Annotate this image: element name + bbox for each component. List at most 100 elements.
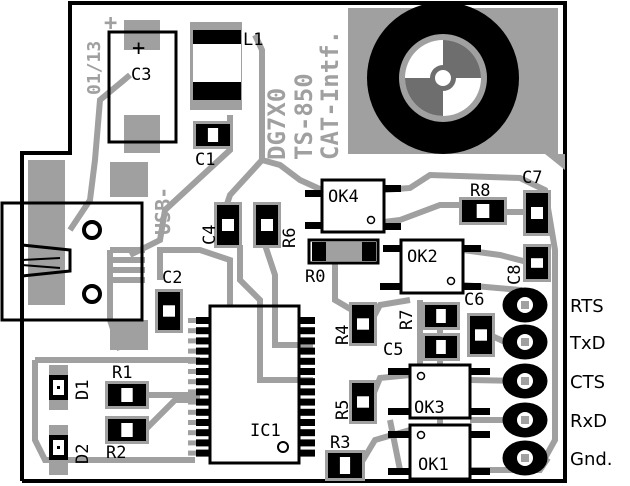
header-pin-gnd: Gnd. [502, 440, 613, 476]
usb-label: USB- [151, 187, 175, 235]
component-c6: C6 [464, 290, 495, 357]
header-pin-rts: RTS [502, 287, 604, 323]
label-d1: D1 [73, 380, 93, 400]
ic-pin [196, 449, 210, 457]
ic-pin [299, 357, 315, 365]
ic-pin [196, 408, 210, 416]
header-pin-rxd: RxD [502, 402, 607, 438]
ic-pin [299, 388, 315, 396]
ic-pin [299, 337, 315, 345]
component-r5: R5 [333, 380, 377, 424]
ic-pin [196, 388, 210, 396]
usb-pads [28, 160, 148, 350]
component-c1: C1 [193, 121, 233, 170]
inductor-l1: L1 [190, 22, 263, 110]
led-d2: D2 [49, 425, 93, 475]
component-r1: R1 [105, 363, 149, 409]
label-c6: C6 [464, 290, 484, 310]
component-r6: R6 [253, 202, 300, 248]
component-r8: R8 [459, 181, 507, 225]
ic-pin [196, 439, 210, 447]
potentiometer [348, 2, 565, 170]
label-r6: R6 [280, 228, 300, 248]
label-c1: C1 [195, 150, 215, 170]
date-code: 01/13 [84, 41, 105, 95]
component-c4: C4 [200, 202, 242, 248]
label-d2: D2 [73, 444, 93, 464]
title-line-2: TS-850 [290, 73, 318, 160]
label-r0: R0 [305, 267, 325, 287]
optocoupler-ok1: OK1 [388, 423, 490, 481]
label-r5: R5 [333, 400, 353, 420]
header-pin-label: RTS [570, 296, 604, 317]
ic-pin [196, 368, 210, 375]
ic-pin [196, 419, 210, 426]
component-c7: C7 [522, 168, 551, 236]
ic-pin [196, 347, 210, 355]
ic-pin [196, 357, 210, 365]
usb-connector [0, 201, 144, 322]
component-r4: R4 [333, 302, 377, 346]
label-c2: C2 [162, 268, 182, 288]
label-c7: C7 [522, 168, 542, 188]
label-r4: R4 [333, 325, 353, 345]
ic-pin [299, 419, 315, 426]
ic-pin [299, 317, 315, 324]
ic-pin [299, 408, 315, 416]
header-pin-label: CTS [570, 372, 605, 393]
component-c5: C5 [383, 333, 460, 361]
ic-pin [299, 327, 315, 335]
label-c4: C4 [200, 225, 220, 245]
label-r3: R3 [330, 433, 350, 453]
header-pin-txd: TxD [502, 324, 606, 360]
label-ok2: OK2 [407, 247, 438, 267]
label-c5: C5 [383, 340, 403, 360]
component-r2: R2 [105, 416, 149, 463]
component-r3: R3 [325, 433, 365, 481]
label-ok3: OK3 [414, 398, 445, 418]
ic-pin [299, 429, 315, 437]
ic-pin [299, 449, 315, 457]
capacitor-c3: + C3 [107, 20, 178, 153]
ic-pin [196, 398, 210, 406]
optocoupler-ok2: OK2 [380, 238, 481, 295]
led-d1: D1 [49, 365, 93, 410]
label-r2: R2 [106, 443, 126, 463]
label-ic1: IC1 [250, 421, 281, 441]
label-ok4: OK4 [328, 187, 359, 207]
label-c8: C8 [505, 265, 525, 285]
title-line-3: CAT-Intf. [316, 30, 344, 160]
header-pin-label: RxD [570, 411, 607, 432]
optocoupler-ok4: OK4 [305, 178, 401, 234]
label-l1: L1 [243, 30, 263, 50]
ic-pin [196, 327, 210, 335]
component-r7: R7 [397, 302, 460, 330]
ic-pin [299, 378, 315, 386]
label-r8: R8 [470, 181, 490, 201]
header-pin-label: Gnd. [570, 449, 613, 470]
label-ok1: OK1 [418, 455, 449, 475]
label-r1: R1 [112, 363, 132, 383]
polarity-plus-icon: + [132, 36, 145, 61]
board-outline [20, 1, 567, 483]
header-pin-cts: CTS [502, 363, 605, 399]
ic1: IC1 [188, 304, 315, 465]
optocoupler-ok3: OK3 [388, 363, 490, 420]
ic-pin [299, 368, 315, 375]
label-r7: R7 [397, 310, 417, 330]
ic-pin [196, 429, 210, 437]
title-line-1: DG7X0 [263, 88, 291, 160]
ic-pin [196, 337, 210, 345]
label-c3: C3 [131, 65, 151, 85]
plus-mark: + [104, 11, 117, 36]
component-c8: C8 [505, 244, 551, 285]
ic-pin [196, 317, 210, 324]
ic-pin [299, 439, 315, 447]
ic-pin [299, 398, 315, 406]
header-pin-label: TxD [569, 333, 606, 354]
ic-pin [299, 347, 315, 355]
ic-pin [196, 378, 210, 386]
component-c2: C2 [155, 268, 183, 333]
